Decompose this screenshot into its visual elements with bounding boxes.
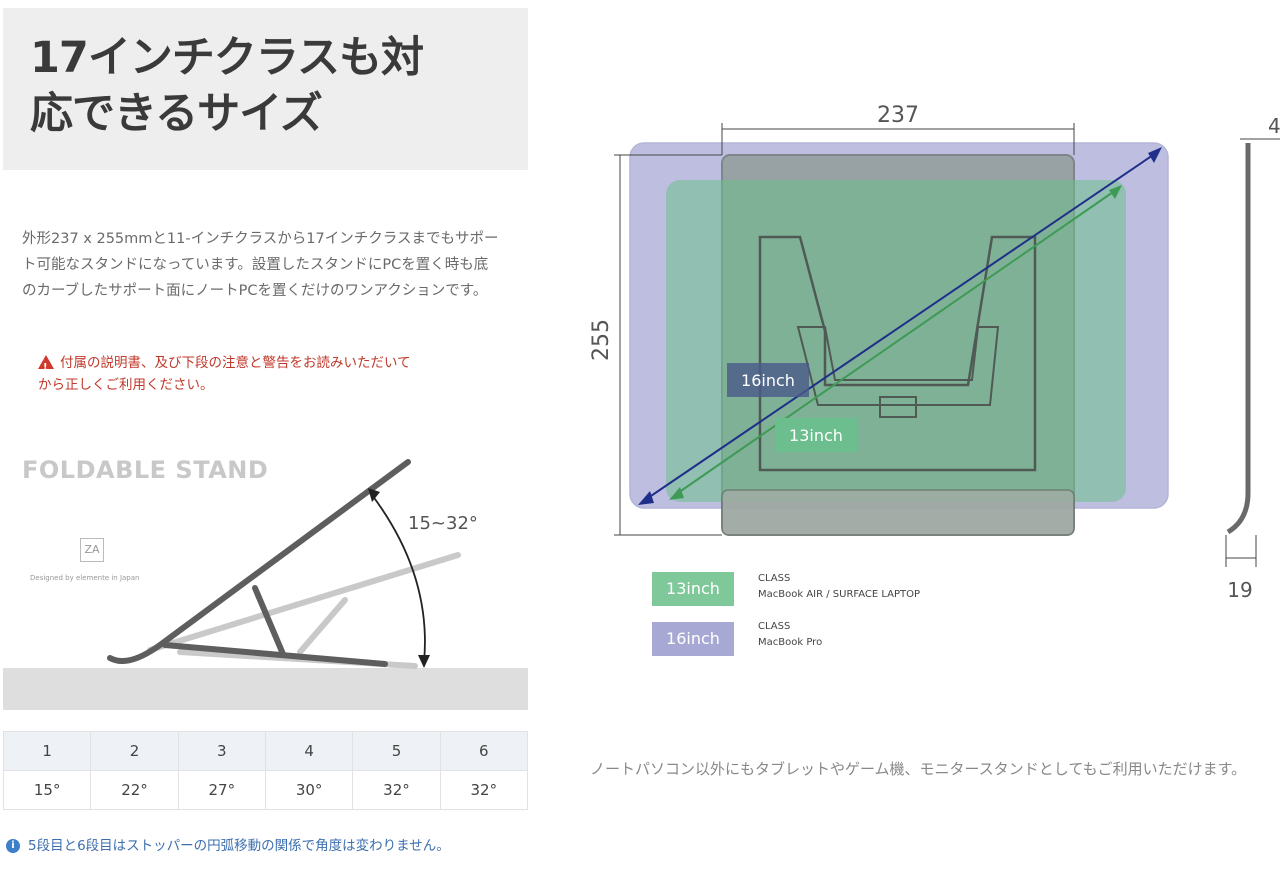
stand-stopper bbox=[879, 396, 917, 418]
angle-cell: 32° bbox=[352, 770, 441, 810]
angle-cell: 27° bbox=[177, 770, 266, 810]
angle-table-angles-row: 15° 22° 27° 30° 32° 32° bbox=[2, 770, 529, 810]
arrow-13inch-b bbox=[1109, 185, 1122, 199]
page-title: 17インチクラスも対 応できるサイズ bbox=[30, 30, 520, 142]
product-description: 外形237 x 255mmと11-インチクラスから17インチクラスまでもサポート… bbox=[22, 231, 499, 299]
legend-13inch-text: CLASS MacBook AIR / SURFACE LAPTOP bbox=[758, 571, 920, 603]
legend-13inch-swatch: 13inch bbox=[652, 572, 734, 606]
legend-16inch-swatch: 16inch bbox=[652, 622, 734, 656]
brand-logo: ZA bbox=[80, 538, 104, 562]
angle-arc bbox=[371, 494, 426, 663]
page-title-line1: 17インチクラスも対 bbox=[30, 33, 424, 83]
width-label: 237 bbox=[877, 103, 919, 128]
arrow-13inch-a bbox=[669, 487, 684, 500]
stand-side-illustration bbox=[107, 459, 461, 669]
warning-line2: から正しくご利用ください。 bbox=[38, 377, 214, 393]
stand-support bbox=[796, 326, 1000, 406]
label-13inch-box bbox=[775, 418, 857, 452]
page-title-line2: 応できるサイズ bbox=[30, 89, 323, 139]
legend-16inch-text: CLASS MacBook Pro bbox=[758, 619, 822, 651]
angle-arrow-top bbox=[368, 488, 380, 502]
angle-table: 1 2 3 4 5 6 15° 22° 27° 30° 32° 32° bbox=[2, 731, 529, 810]
legend-16inch-class: CLASS bbox=[758, 621, 791, 632]
warning-icon bbox=[38, 355, 54, 379]
depth-bottom-label: 19 bbox=[1227, 578, 1252, 602]
label-13inch: 13inch bbox=[789, 426, 843, 445]
arrow-16inch-b bbox=[1148, 147, 1162, 163]
step-cell: 6 bbox=[439, 731, 529, 771]
stand-inner-frame bbox=[758, 235, 1037, 472]
angle-note: i 5段目と6段目はストッパーの円弧移動の関係で角度は変わりません。 bbox=[6, 834, 450, 854]
angle-cell: 30° bbox=[264, 770, 354, 810]
floor-band bbox=[3, 668, 528, 710]
info-icon: i bbox=[6, 839, 20, 853]
stand-high-position bbox=[107, 459, 411, 667]
diagonal-16inch bbox=[644, 152, 1157, 501]
step-cell: 4 bbox=[264, 731, 354, 771]
height-label: 255 bbox=[589, 319, 614, 361]
legend-13inch-class: CLASS bbox=[758, 573, 791, 584]
side-profile bbox=[1226, 143, 1251, 535]
arrow-16inch-a bbox=[638, 491, 654, 505]
stand-bottom-lip bbox=[721, 489, 1075, 536]
label-16inch: 16inch bbox=[741, 371, 795, 390]
warning-notice: 付属の説明書、及び下段の注意と警告をお読みいただいて から正しくご利用ください。 bbox=[38, 352, 508, 396]
step-cell: 3 bbox=[177, 731, 266, 771]
title-panel bbox=[3, 8, 528, 170]
warning-line1: 付属の説明書、及び下段の注意と警告をお読みいただいて bbox=[60, 355, 411, 371]
label-16inch-box bbox=[727, 363, 809, 397]
step-cell: 2 bbox=[90, 731, 179, 771]
angle-cell: 32° bbox=[439, 770, 529, 810]
depth-top-label: 4 bbox=[1268, 114, 1280, 138]
angle-arrow-bottom bbox=[418, 655, 430, 668]
diagonal-13inch bbox=[674, 189, 1117, 496]
step-cell: 1 bbox=[2, 731, 92, 771]
dimension-diagram: 16inch 13inch 237 255 4 19 bbox=[589, 103, 1280, 602]
angle-table-steps-row: 1 2 3 4 5 6 bbox=[2, 731, 529, 771]
usage-note: ノートパソコン以外にもタブレットやゲーム機、モニタースタンドとしてもご利用いただ… bbox=[590, 760, 1247, 778]
angle-note-text: 5段目と6段目はストッパーの円弧移動の関係で角度は変わりません。 bbox=[28, 838, 450, 854]
foldable-stand-title: FOLDABLE STAND bbox=[22, 456, 269, 484]
legend-16inch-models: MacBook Pro bbox=[758, 637, 823, 648]
legend-13inch-models: MacBook AIR / SURFACE LAPTOP bbox=[758, 589, 921, 600]
angle-cell: 15° bbox=[2, 770, 92, 810]
angle-cell: 22° bbox=[90, 770, 179, 810]
legend-16inch: 16inch bbox=[652, 622, 734, 656]
designed-by-text: Designed by elemente in Japan bbox=[30, 574, 140, 582]
angle-range-label: 15~32° bbox=[408, 513, 478, 534]
step-cell: 5 bbox=[352, 731, 441, 771]
legend-13inch: 13inch bbox=[652, 572, 734, 606]
